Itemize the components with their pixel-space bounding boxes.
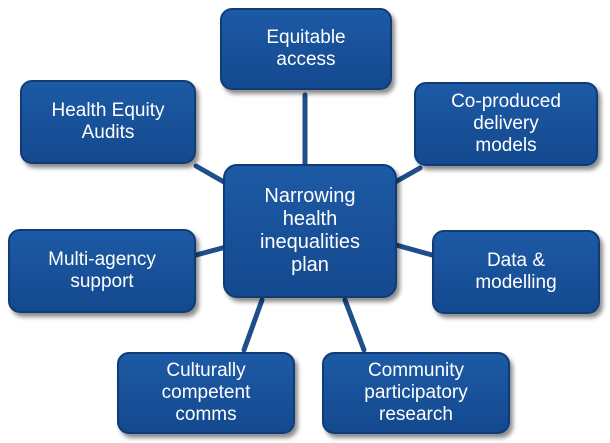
connector-multi-agency-support	[193, 244, 229, 258]
node-label: Co-produced delivery models	[451, 91, 561, 156]
node-health-equity-audits: Health Equity Audits	[20, 80, 196, 164]
node-label: Multi-agency support	[48, 249, 156, 292]
node-label: Data & modelling	[475, 250, 557, 293]
connector-culturally-competent-comms	[241, 297, 265, 353]
center-node-label: Narrowing health inequalities plan	[259, 185, 361, 276]
node-label: Community participatory research	[364, 360, 468, 425]
node-culturally-competent-comms: Culturally competent comms	[117, 352, 295, 434]
node-label: Health Equity Audits	[51, 100, 165, 143]
node-multi-agency-support: Multi-agency support	[8, 229, 196, 313]
node-data-modelling: Data & modelling	[432, 230, 600, 314]
connector-health-equity-audits	[193, 163, 227, 185]
connector-data-modelling	[393, 242, 435, 258]
node-co-produced-delivery-models: Co-produced delivery models	[414, 82, 598, 166]
center-node-narrowing-health-inequalities-plan: Narrowing health inequalities plan	[223, 164, 397, 298]
node-equitable-access: Equitable access	[220, 8, 392, 90]
node-label: Equitable access	[266, 27, 346, 70]
node-label: Culturally competent comms	[161, 360, 251, 425]
node-community-participatory-research: Community participatory research	[322, 352, 510, 434]
connector-community-participatory-research	[342, 297, 367, 353]
